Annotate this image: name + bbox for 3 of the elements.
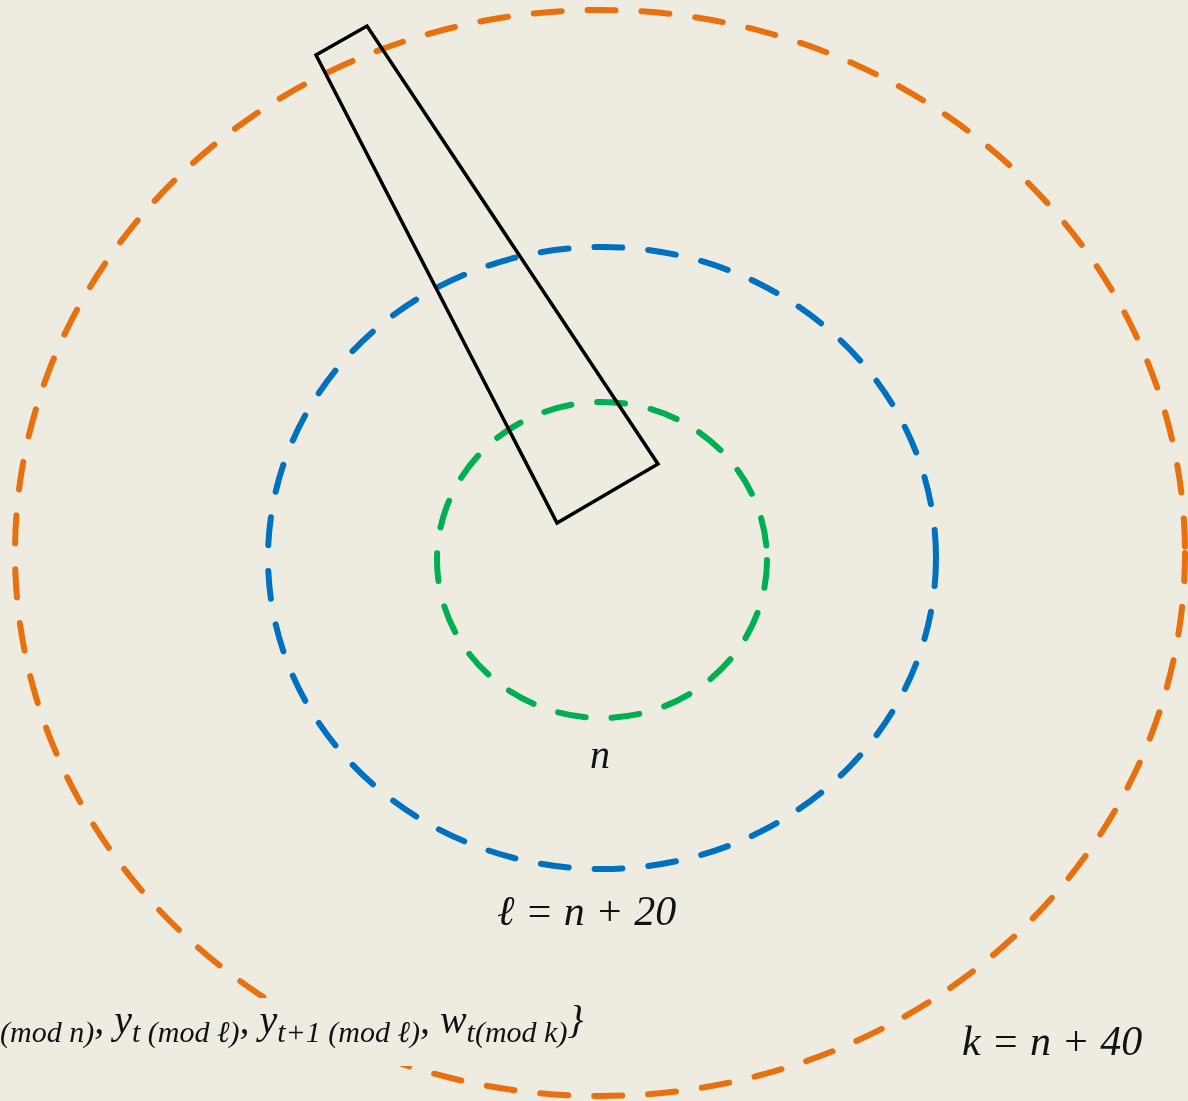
math-label: n <box>590 733 610 777</box>
math-label: k = n + 40 <box>962 1018 1143 1065</box>
math-label: ℓ = n + 20 <box>497 888 677 935</box>
